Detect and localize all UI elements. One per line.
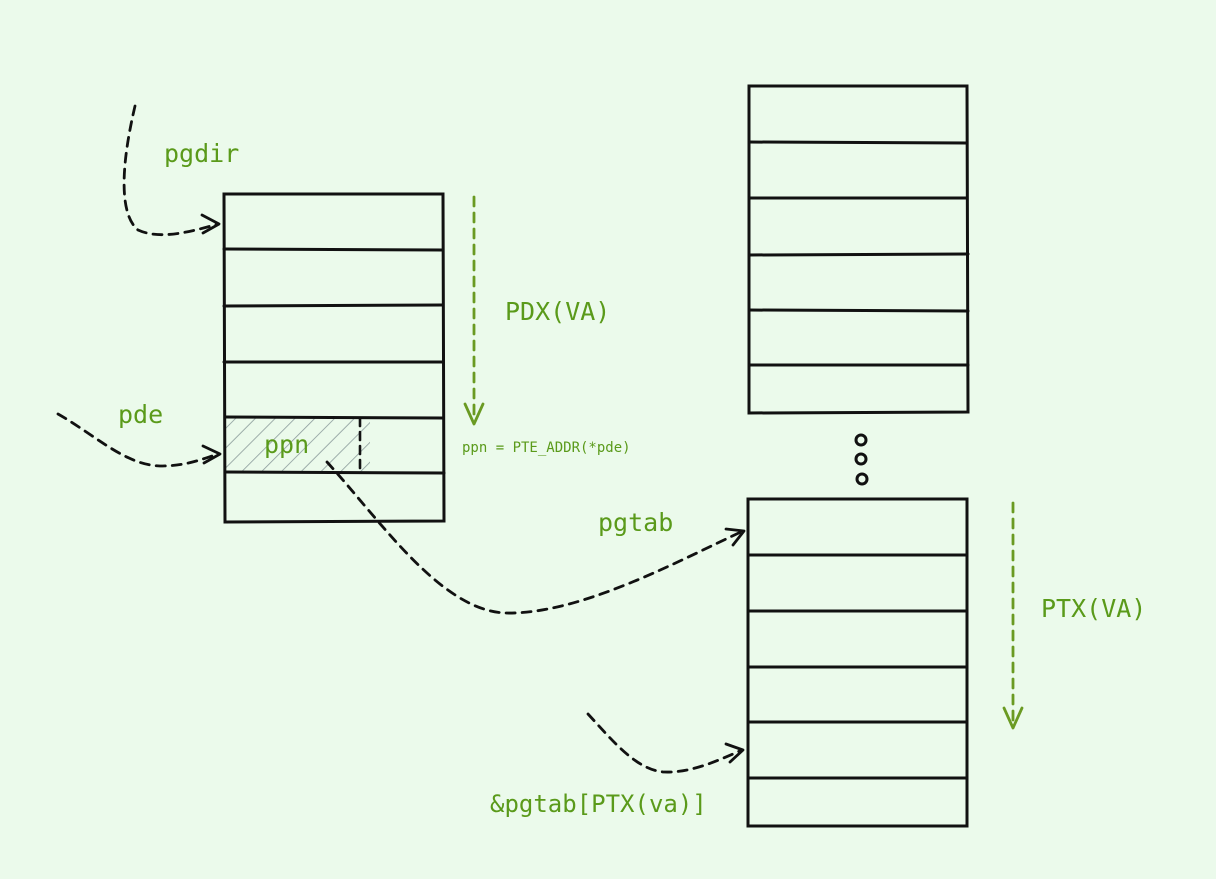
- pgtab-label: pgtab: [598, 508, 673, 537]
- pte-address-label: &pgtab[PTX(va)]: [490, 790, 707, 818]
- ppn-to-pgtab-arrow: [325, 460, 746, 615]
- ptx-index-arrow: [1002, 501, 1024, 730]
- pgdir-pointer-arrow: [122, 104, 221, 237]
- page-table-upper: [747, 84, 970, 415]
- pdx-label: PDX(VA): [505, 297, 610, 326]
- page-directory-table: [222, 192, 446, 524]
- pde-pointer-arrow: [56, 412, 222, 468]
- page-table-lower: [746, 497, 969, 828]
- pte-pointer-arrow: [586, 712, 745, 774]
- pgdir-label: pgdir: [164, 139, 239, 168]
- pde-label: pde: [118, 400, 163, 429]
- pdx-index-arrow: [463, 195, 485, 426]
- ppn-formula-label: ppn = PTE_ADDR(*pde): [462, 440, 631, 456]
- ptx-label: PTX(VA): [1041, 594, 1146, 623]
- ellipsis-dots: [854, 433, 869, 486]
- ppn-label: ppn: [264, 430, 309, 459]
- selected-pde-hatch: [226, 418, 370, 472]
